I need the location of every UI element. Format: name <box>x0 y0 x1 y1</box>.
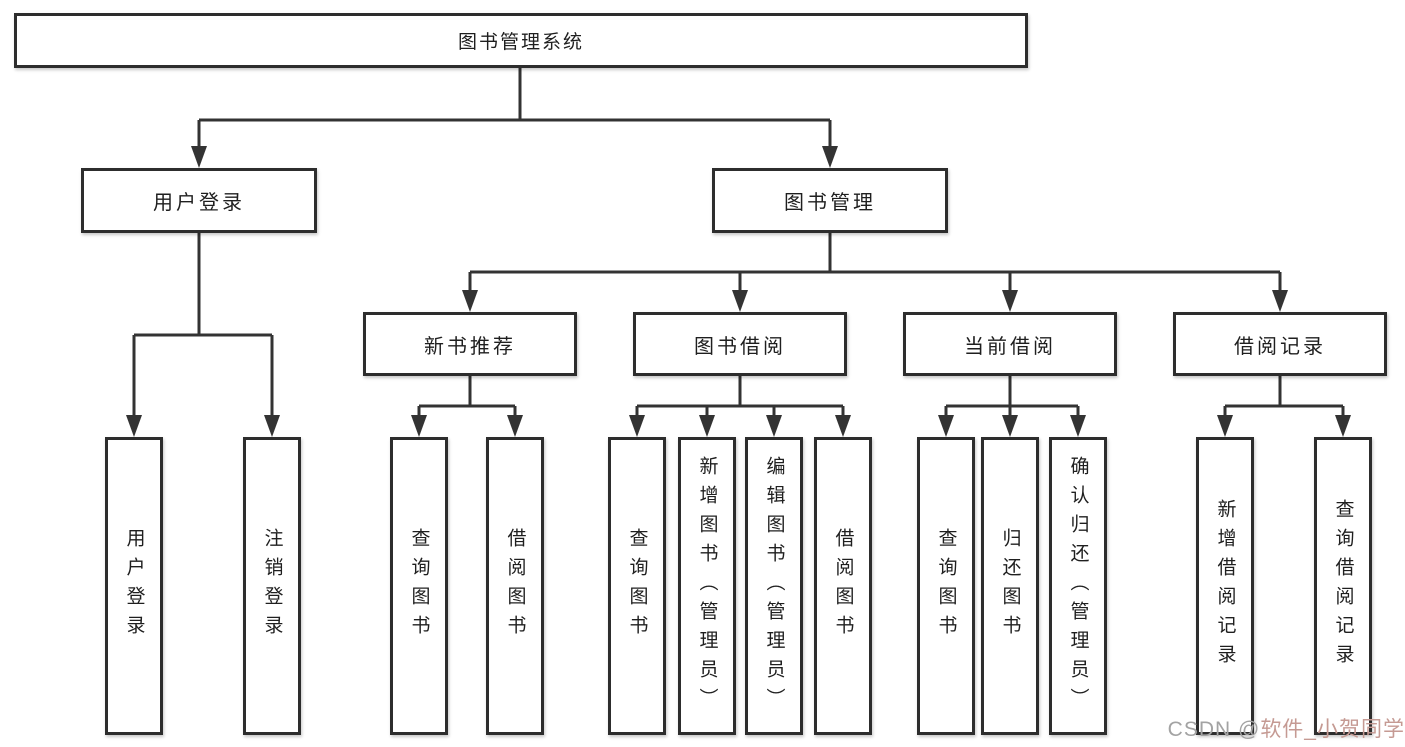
leaf-add-borrowing-record: 新增借阅记录 <box>1196 437 1254 735</box>
node-new-book-recommend: 新书推荐 <box>363 312 577 376</box>
leaf-edit-books-admin: 编辑图书（管理员） <box>745 437 803 735</box>
leaf-query-borrowing-record: 查询借阅记录 <box>1314 437 1372 735</box>
csdn-watermark: CSDN @软件_小贺同学 <box>1168 713 1405 743</box>
leaf-return-books: 归还图书 <box>981 437 1039 735</box>
leaf-query-books-borrowing: 查询图书 <box>608 437 666 735</box>
watermark-prefix: CSDN @ <box>1167 718 1261 741</box>
leaf-query-books-recommend: 查询图书 <box>390 437 448 735</box>
leaf-logout-login: 注销登录 <box>243 437 301 735</box>
leaf-user-login: 用户登录 <box>105 437 163 735</box>
node-current-borrowing: 当前借阅 <box>903 312 1117 376</box>
node-borrowing-records: 借阅记录 <box>1173 312 1387 376</box>
leaf-confirm-return-admin: 确认归还（管理员） <box>1049 437 1107 735</box>
watermark-author: 软件_小贺同学 <box>1260 718 1405 741</box>
leaf-borrow-books-borrowing: 借阅图书 <box>814 437 872 735</box>
node-book-borrowing: 图书借阅 <box>633 312 847 376</box>
node-book-management: 图书管理 <box>712 168 948 233</box>
node-user-login: 用户登录 <box>81 168 317 233</box>
leaf-add-books-admin: 新增图书（管理员） <box>678 437 736 735</box>
leaf-borrow-books-recommend: 借阅图书 <box>486 437 544 735</box>
node-root-library-management-system: 图书管理系统 <box>14 13 1028 68</box>
leaf-query-books-current: 查询图书 <box>917 437 975 735</box>
